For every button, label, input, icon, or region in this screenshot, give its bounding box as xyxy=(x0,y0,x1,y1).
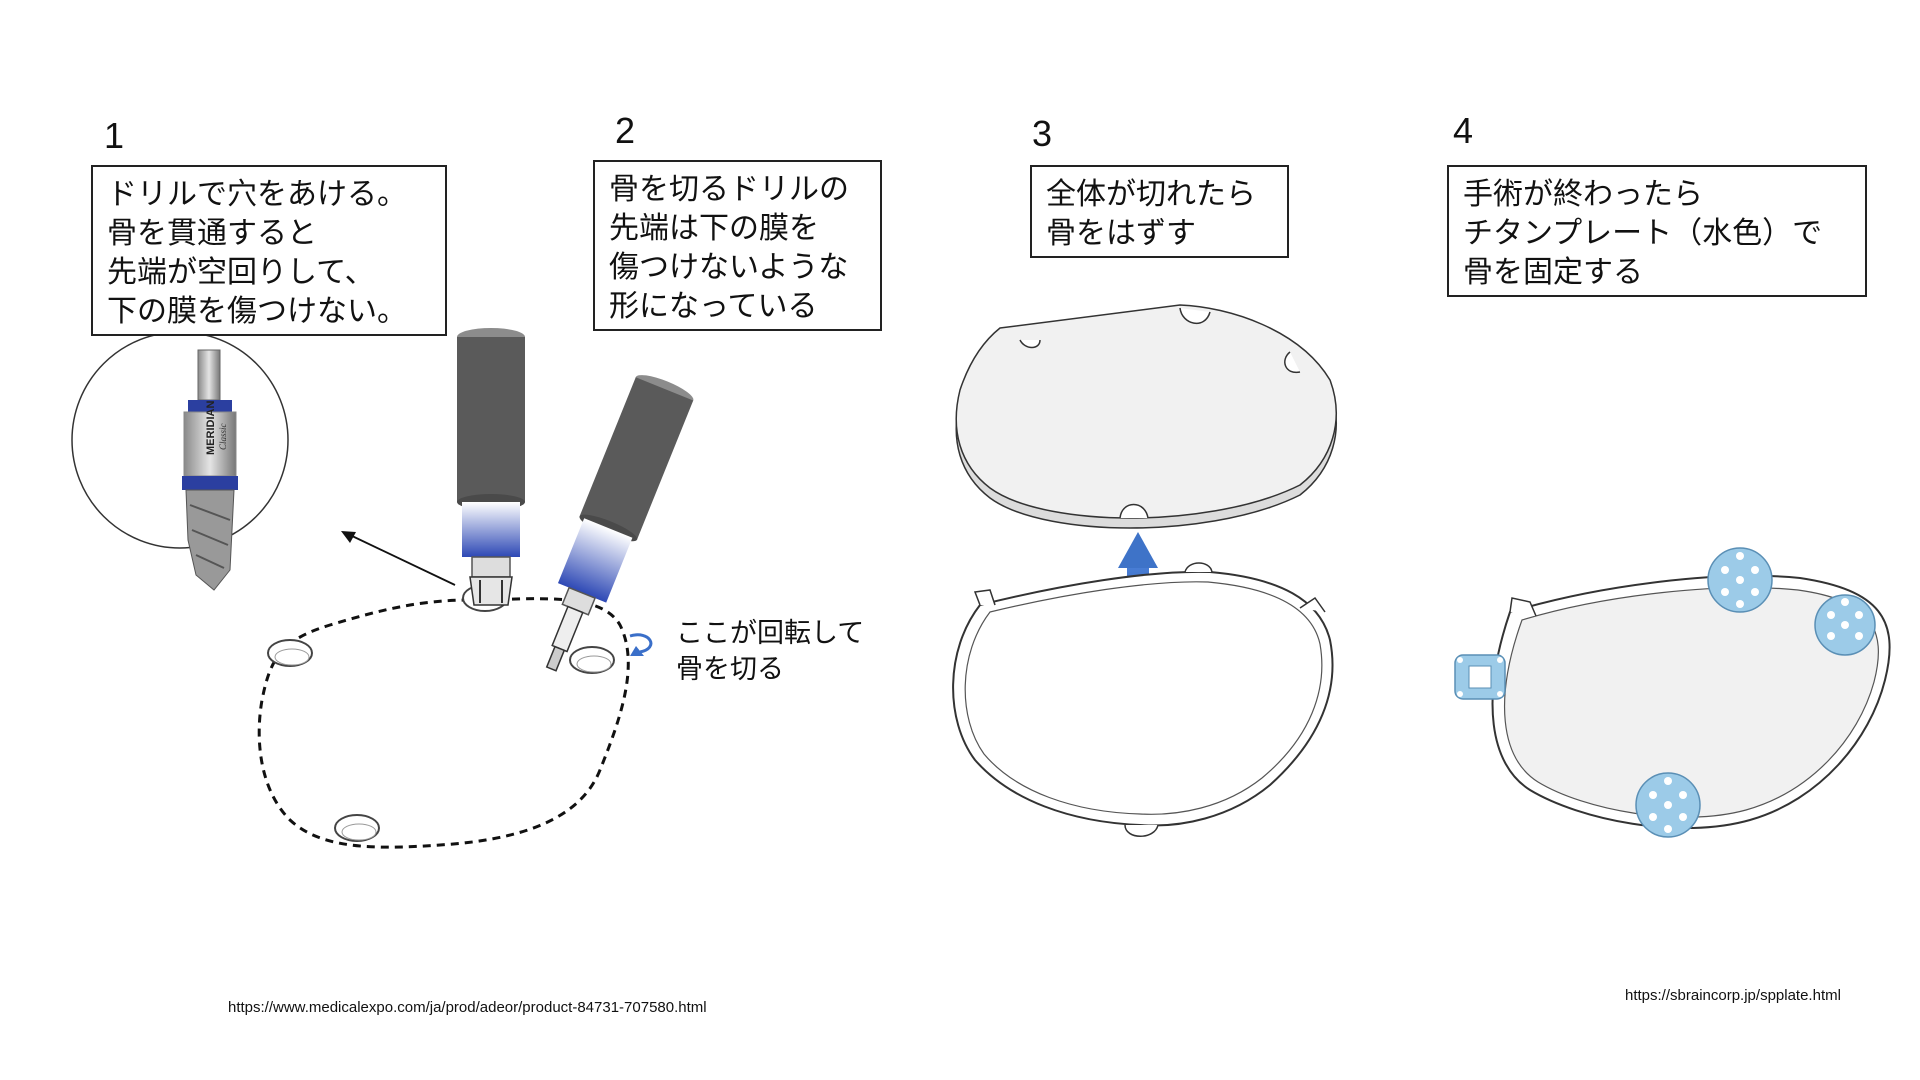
drill-brand-label: MERIDIAN xyxy=(205,401,217,455)
note-line: 手術が終わったら xyxy=(1463,177,1703,212)
titanium-plate xyxy=(1635,772,1701,838)
step-number-1: 1 xyxy=(104,115,125,156)
caption-line: ここが回転して xyxy=(676,618,865,649)
note-line: 先端は下の膜を xyxy=(609,211,819,246)
step-3-note: 全体が切れたら 骨をはずす xyxy=(1030,165,1289,258)
note-line: 骨を貫通すると xyxy=(107,216,317,251)
titanium-plate xyxy=(1814,594,1876,656)
step-number-2: 2 xyxy=(615,110,636,151)
note-line: 骨を切るドリルの xyxy=(609,172,849,207)
source-url-medicalexpo: https://www.medicalexpo.com/ja/prod/adeo… xyxy=(228,999,707,1016)
caption-line: 骨を切る xyxy=(676,654,784,685)
note-line: 下の膜を傷つけない。 xyxy=(107,294,407,329)
step-1-note: ドリルで穴をあける。 骨を貫通すると 先端が空回りして、 下の膜を傷つけない。 xyxy=(91,165,447,336)
source-url-sbraincorp: https://sbraincorp.jp/spplate.html xyxy=(1625,987,1841,1004)
note-line: チタンプレート（水色）で xyxy=(1463,216,1823,251)
drill-bit-zoom: MERIDIAN Classic xyxy=(71,331,289,591)
cutting-outline xyxy=(257,597,630,849)
rotation-indicator-icon xyxy=(629,633,653,656)
titanium-plate xyxy=(1707,547,1773,613)
drill-model-label: Classic xyxy=(218,423,228,450)
note-line: 形になっている xyxy=(609,289,818,324)
craniotome-drill xyxy=(545,375,694,672)
step-number-4: 4 xyxy=(1453,110,1474,151)
rotation-caption: ここが回転して 骨を切る xyxy=(676,616,864,688)
perforator-drill xyxy=(457,328,525,606)
note-line: 先端が空回りして、 xyxy=(107,255,375,290)
burr-hole xyxy=(267,639,313,667)
step-2-note: 骨を切るドリルの 先端は下の膜を 傷つけないような 形になっている xyxy=(593,160,882,331)
note-line: 全体が切れたら xyxy=(1046,177,1256,212)
burr-hole xyxy=(569,646,615,674)
fixed-bone xyxy=(1491,574,1891,829)
burr-hole xyxy=(334,814,380,842)
skull-opening xyxy=(952,562,1334,837)
bone-flap xyxy=(955,304,1337,529)
note-line: 骨を固定する xyxy=(1463,255,1643,290)
titanium-plate xyxy=(1454,654,1506,700)
note-line: ドリルで穴をあける。 xyxy=(107,177,407,212)
note-line: 骨をはずす xyxy=(1046,216,1196,251)
note-line: 傷つけないような xyxy=(609,250,849,285)
zoom-pointer-arrow xyxy=(341,531,456,586)
step-4-note: 手術が終わったら チタンプレート（水色）で 骨を固定する xyxy=(1447,165,1867,297)
step-number-3: 3 xyxy=(1032,113,1053,154)
